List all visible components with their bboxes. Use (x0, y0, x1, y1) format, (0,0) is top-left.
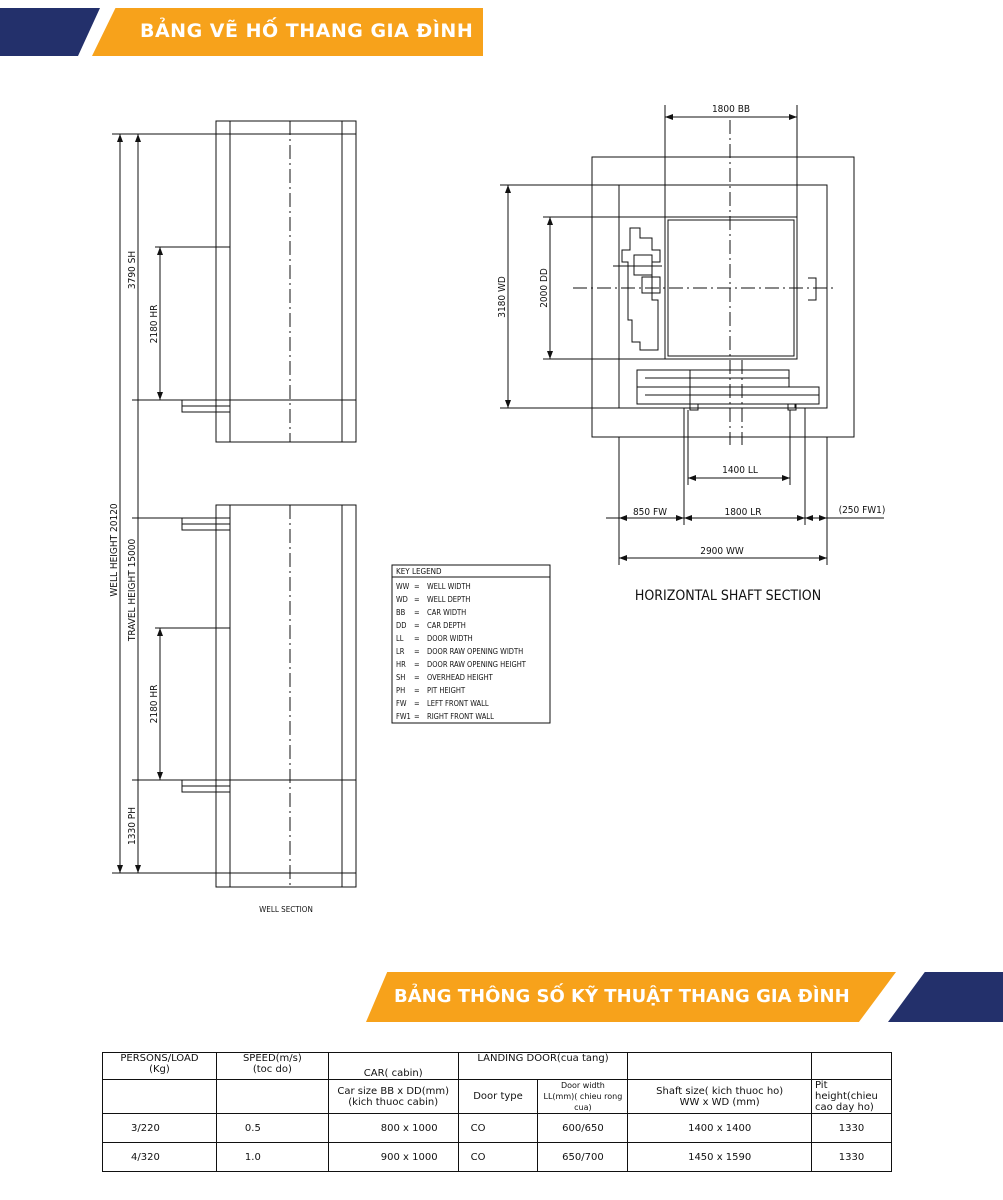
legend-code: BB (396, 608, 406, 617)
legend-code: FW (396, 699, 407, 708)
fw1-label: (250 FW1) (839, 505, 886, 516)
legend-desc: RIGHT FRONT WALL (427, 712, 494, 721)
header-speed-unit: (toc do) (252, 1064, 292, 1075)
header-persons: PERSONS/LOAD (120, 1053, 199, 1064)
legend-code: LR (396, 647, 405, 656)
svg-text:=: = (414, 673, 420, 682)
page-title: BẢNG VẼ HỐ THANG GIA ĐÌNH (140, 20, 474, 42)
cell-persons: 4/320 (102, 1142, 217, 1172)
legend-desc: DOOR WIDTH (427, 634, 473, 643)
legend-desc: LEFT FRONT WALL (427, 699, 489, 708)
legend-code: FW1 (396, 712, 411, 721)
bb-label: 1800 BB (712, 104, 750, 115)
ww-label: 2900 WW (700, 546, 744, 557)
header-persons-unit: (Kg) (149, 1064, 170, 1075)
legend-desc: PIT HEIGHT (427, 686, 466, 695)
legend-desc: WELL DEPTH (427, 595, 470, 604)
table-subheader-row: Car size BB x DD(mm)(kich thuoc cabin) D… (102, 1079, 893, 1114)
svg-text:=: = (414, 699, 420, 708)
cell-door-width: 600/650 (537, 1113, 629, 1143)
legend-desc: DOOR RAW OPENING HEIGHT (427, 660, 527, 669)
legend-desc: CAR WIDTH (427, 608, 466, 617)
header-car-size: Car size BB x DD(mm) (337, 1085, 450, 1097)
svg-text:=: = (414, 621, 420, 630)
header-landing-door: LANDING DOOR(cua tang) (477, 1053, 609, 1064)
hr-top-label: 2180 HR (149, 305, 160, 344)
table-row: 3/220 0.5 800 x 1000 CO 600/650 1400 x 1… (102, 1113, 893, 1143)
horizontal-section-drawing (500, 105, 884, 565)
legend-desc: DOOR RAW OPENING WIDTH (427, 647, 523, 656)
legend-code: WW (396, 582, 410, 591)
cell-shaft-size: 1400 x 1400 (627, 1113, 812, 1143)
header-pit-height-sub: cao day ho) (814, 1102, 874, 1113)
header-banner: BẢNG VẼ HỐ THANG GIA ĐÌNH (0, 8, 483, 56)
cell-pit-height: 1330 (810, 1142, 893, 1172)
table-row: 4/320 1.0 900 x 1000 CO 650/700 1450 x 1… (102, 1142, 893, 1172)
svg-text:=: = (414, 582, 420, 591)
pit-height-label: 1330 PH (127, 807, 138, 845)
horizontal-section-caption: HORIZONTAL SHAFT SECTION (635, 588, 821, 604)
well-height-label: WELL HEIGHT 20120 (109, 503, 120, 597)
cell-shaft-size: 1450 x 1590 (627, 1142, 812, 1172)
lr-label: 1800 LR (724, 507, 761, 518)
cell-car-size: 900 x 1000 (327, 1142, 459, 1172)
spec-title: BẢNG THÔNG SỐ KỸ THUẬT THANG GIA ĐÌNH (394, 986, 850, 1007)
legend-code: WD (396, 595, 408, 604)
table-header-row: PERSONS/LOAD(Kg) SPEED(m/s)(toc do) CAR(… (102, 1052, 893, 1080)
well-section-drawing (112, 120, 357, 888)
legend-code: PH (396, 686, 405, 695)
key-legend-title: KEY LEGEND (396, 567, 442, 576)
banner-orange-bar (92, 8, 483, 56)
cell-persons: 3/220 (102, 1113, 217, 1143)
legend-desc: WELL WIDTH (427, 582, 471, 591)
header-shaft-size: Shaft size( kich thuoc ho) (656, 1085, 784, 1097)
banner-orange-bar (366, 972, 896, 1022)
legend-code: DD (396, 621, 406, 630)
svg-text:=: = (414, 595, 420, 604)
travel-height-label: TRAVEL HEIGHT 15000 (127, 539, 138, 643)
ll-label: 1400 LL (722, 465, 758, 476)
legend-desc: CAR DEPTH (427, 621, 466, 630)
well-section-caption: WELL SECTION (259, 905, 313, 914)
wd-label: 3180 WD (497, 276, 508, 318)
fw-label: 850 FW (633, 507, 667, 518)
header-car-size-sub: (kich thuoc cabin) (348, 1096, 439, 1108)
header-door-width: Door width (560, 1081, 605, 1090)
spec-table: PERSONS/LOAD(Kg) SPEED(m/s)(toc do) CAR(… (102, 1052, 893, 1172)
svg-text:=: = (414, 647, 420, 656)
svg-text:=: = (414, 686, 420, 695)
header-shaft-size-sub: WW x WD (mm) (679, 1096, 760, 1108)
header-pit-height: Pit height(chieu (814, 1080, 878, 1102)
cell-door-width: 650/700 (537, 1142, 629, 1172)
header-car: CAR( cabin) (363, 1068, 423, 1079)
cell-car-size: 800 x 1000 (327, 1113, 459, 1143)
legend-code: LL (396, 634, 404, 643)
key-legend-list: WW = WELL WIDTH WD = WELL DEPTH BB = CAR… (396, 582, 527, 721)
cell-door-type: CO (457, 1113, 539, 1143)
cell-door-type: CO (457, 1142, 539, 1172)
header-door-type: Door type (473, 1091, 523, 1102)
overhead-height-label: 3790 SH (127, 251, 138, 289)
dd-label: 2000 DD (539, 268, 550, 308)
legend-code: SH (396, 673, 405, 682)
svg-text:=: = (414, 634, 420, 643)
cell-speed: 1.0 (215, 1142, 329, 1172)
legend-desc: OVERHEAD HEIGHT (427, 673, 494, 682)
banner-navy-accent (888, 972, 1003, 1022)
cell-speed: 0.5 (215, 1113, 329, 1143)
cell-pit-height: 1330 (810, 1113, 893, 1143)
svg-text:=: = (414, 608, 420, 617)
header-speed: SPEED(m/s) (242, 1053, 302, 1064)
spec-banner: BẢNG THÔNG SỐ KỸ THUẬT THANG GIA ĐÌNH (366, 972, 1003, 1022)
legend-code: HR (396, 660, 406, 669)
header-door-width-sub: LL(mm)( chieu rong cua) (543, 1092, 623, 1112)
svg-text:=: = (414, 712, 420, 721)
svg-text:=: = (414, 660, 420, 669)
hr-bottom-label: 2180 HR (149, 685, 160, 724)
